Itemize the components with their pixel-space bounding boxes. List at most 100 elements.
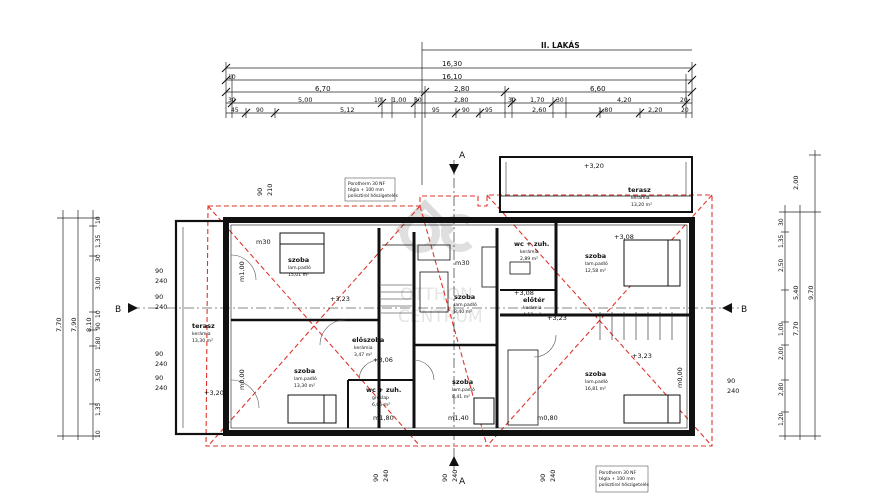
svg-text:m30: m30 xyxy=(256,238,271,246)
svg-text:szoba: szoba xyxy=(288,256,309,264)
dim-r4-j: 4,20 xyxy=(617,96,631,104)
furniture-beds xyxy=(279,232,681,425)
dim-left-b: 1,35 xyxy=(95,234,102,248)
watermark-line2: CENTRUM xyxy=(398,307,483,327)
height-marks: m30 m30 m1,00 m0,00 m1,80 m1,40 m0,80 m0… xyxy=(238,238,684,422)
svg-text:lam.padló: lam.padló xyxy=(454,301,477,308)
dim-r4-h: 1,70 xyxy=(530,96,544,104)
level-8: +3,20 xyxy=(204,389,224,397)
level-7: +3,06 xyxy=(373,356,393,364)
dim-right-c: 1,35 xyxy=(778,234,785,248)
room-label: terasz kerámia 13,30 m² xyxy=(192,322,215,344)
svg-text:szoba: szoba xyxy=(454,293,475,301)
right-dimension-lines xyxy=(779,150,821,440)
dim-r4-f: 2,80 xyxy=(454,96,468,104)
svg-text:m1,80: m1,80 xyxy=(373,414,394,422)
dim-r5-j: 20 xyxy=(681,107,689,114)
building-walls xyxy=(223,217,695,436)
svg-text:szoba: szoba xyxy=(452,378,473,386)
dim-left-k: 7,70 xyxy=(55,318,63,332)
svg-text:kerámia: kerámia xyxy=(520,248,539,255)
section-markers: A A B B xyxy=(115,151,747,487)
svg-text:6,06 m²: 6,06 m² xyxy=(372,402,390,408)
room-label: szoba lam.padló 8,40 m² xyxy=(454,293,477,315)
note-bottom: Porotherm 30 NF tégla + 100 mm polisztir… xyxy=(595,465,650,493)
svg-text:kerámia: kerámia xyxy=(354,344,373,351)
watermark-line1: OTTHON xyxy=(400,285,473,305)
open-b1: 90 xyxy=(372,474,380,482)
open-l2: 240 xyxy=(155,277,167,285)
svg-text:kerámia: kerámia xyxy=(523,304,542,311)
svg-text:4,13 m²: 4,13 m² xyxy=(523,312,541,318)
room-label: szoba lam.padló 16,81 m² xyxy=(585,370,608,392)
open-l1: 90 xyxy=(155,267,163,275)
dim-left-c: 30 xyxy=(95,254,102,262)
level-3: +3,23 xyxy=(330,295,350,303)
open-l6: 240 xyxy=(155,360,167,368)
svg-text:Porotherm 30 NF: Porotherm 30 NF xyxy=(348,181,385,187)
dim-right-f: 1,00 xyxy=(778,322,785,336)
open-b4: 240 xyxy=(451,470,459,482)
dim-left-a: 10 xyxy=(95,216,102,224)
room-label: előszoba kerámia 3,47 m² xyxy=(352,335,384,358)
bottom-opening-labels: 90 240 90 240 90 240 xyxy=(372,470,557,482)
section-b-left: B xyxy=(115,305,121,315)
svg-text:polisztirol hőszigetelés: polisztirol hőszigetelés xyxy=(599,481,650,488)
level-5: +3,23 xyxy=(547,314,567,322)
apartment-title: II. LAKÁS xyxy=(541,41,580,50)
dim-r5-g: 2,60 xyxy=(532,106,546,114)
svg-text:előtér: előtér xyxy=(523,295,546,304)
dim-r4-e: 30 xyxy=(414,97,422,104)
svg-text:szoba: szoba xyxy=(585,370,606,378)
svg-text:polisztirol hőszigetelés: polisztirol hőszigetelés xyxy=(348,192,399,199)
dim-r4-a: 30 xyxy=(228,97,236,104)
open-l4: 240 xyxy=(155,303,167,311)
open-b2: 240 xyxy=(382,470,390,482)
open-r1: 90 xyxy=(727,377,735,385)
dim-left-i: 1,35 xyxy=(95,402,102,416)
svg-text:m30: m30 xyxy=(455,259,470,267)
room-label: előtér kerámia 4,13 m² xyxy=(523,295,546,318)
svg-text:terasz: terasz xyxy=(628,186,651,194)
svg-text:tégla + 100 mm: tégla + 100 mm xyxy=(348,186,384,193)
svg-text:m0,00: m0,00 xyxy=(238,369,246,390)
svg-text:lam.padló: lam.padló xyxy=(452,386,475,393)
room-label: szoba lam.padló 12,58 m² xyxy=(585,252,608,274)
level-marks: +3,20 +3,08 +3,23 +3,08 +3,23 +3,23 +3,0… xyxy=(204,162,652,397)
open-l8: 240 xyxy=(155,384,167,392)
dim-r4-i: 30 xyxy=(556,97,564,104)
dim-left-f: 90 xyxy=(95,322,102,330)
door-swings xyxy=(230,254,557,409)
dim-right-e: 5,40 xyxy=(792,286,800,300)
open-b3: 90 xyxy=(441,474,449,482)
watermark-logo: OTTHON CENTRUM xyxy=(395,198,483,327)
section-a-bottom: A xyxy=(459,477,466,487)
dim-right-j: 7,70 xyxy=(792,322,800,336)
svg-text:greslap: greslap xyxy=(372,395,389,401)
level-4: +3,08 xyxy=(514,289,534,297)
dim-r4-d: 1,00 xyxy=(392,96,406,104)
left-dimension-lines xyxy=(57,210,99,440)
svg-text:m0,80: m0,80 xyxy=(537,414,558,422)
level-1: +3,20 xyxy=(584,162,604,170)
dim-right-d: 2,50 xyxy=(778,258,785,272)
svg-text:tégla + 100 mm: tégla + 100 mm xyxy=(599,475,635,482)
svg-text:lam.padló: lam.padló xyxy=(585,378,608,385)
svg-text:kerámia: kerámia xyxy=(631,194,650,201)
section-b-right: B xyxy=(741,305,747,315)
dim-left-j: 10 xyxy=(95,430,102,438)
dim-right-h: 2,80 xyxy=(778,382,785,396)
upper-terrace xyxy=(499,156,693,213)
dim-left-g: 1,80 xyxy=(95,336,102,350)
room-label: szoba lam.padló 8,41 m² xyxy=(452,378,475,400)
dim-r5-d: 95 xyxy=(432,107,440,114)
dim-r5-i: 2,20 xyxy=(648,106,662,114)
open-l5: 90 xyxy=(155,350,163,358)
dim-left-d: 3,00 xyxy=(95,276,102,290)
svg-text:m0,00: m0,00 xyxy=(676,367,684,388)
svg-text:terasz: terasz xyxy=(192,322,215,330)
dim-left-l: 7,90 xyxy=(70,318,78,332)
room-label: terasz kerámia 13,20 m² xyxy=(628,186,652,208)
open-top-b: 210 xyxy=(266,184,274,196)
